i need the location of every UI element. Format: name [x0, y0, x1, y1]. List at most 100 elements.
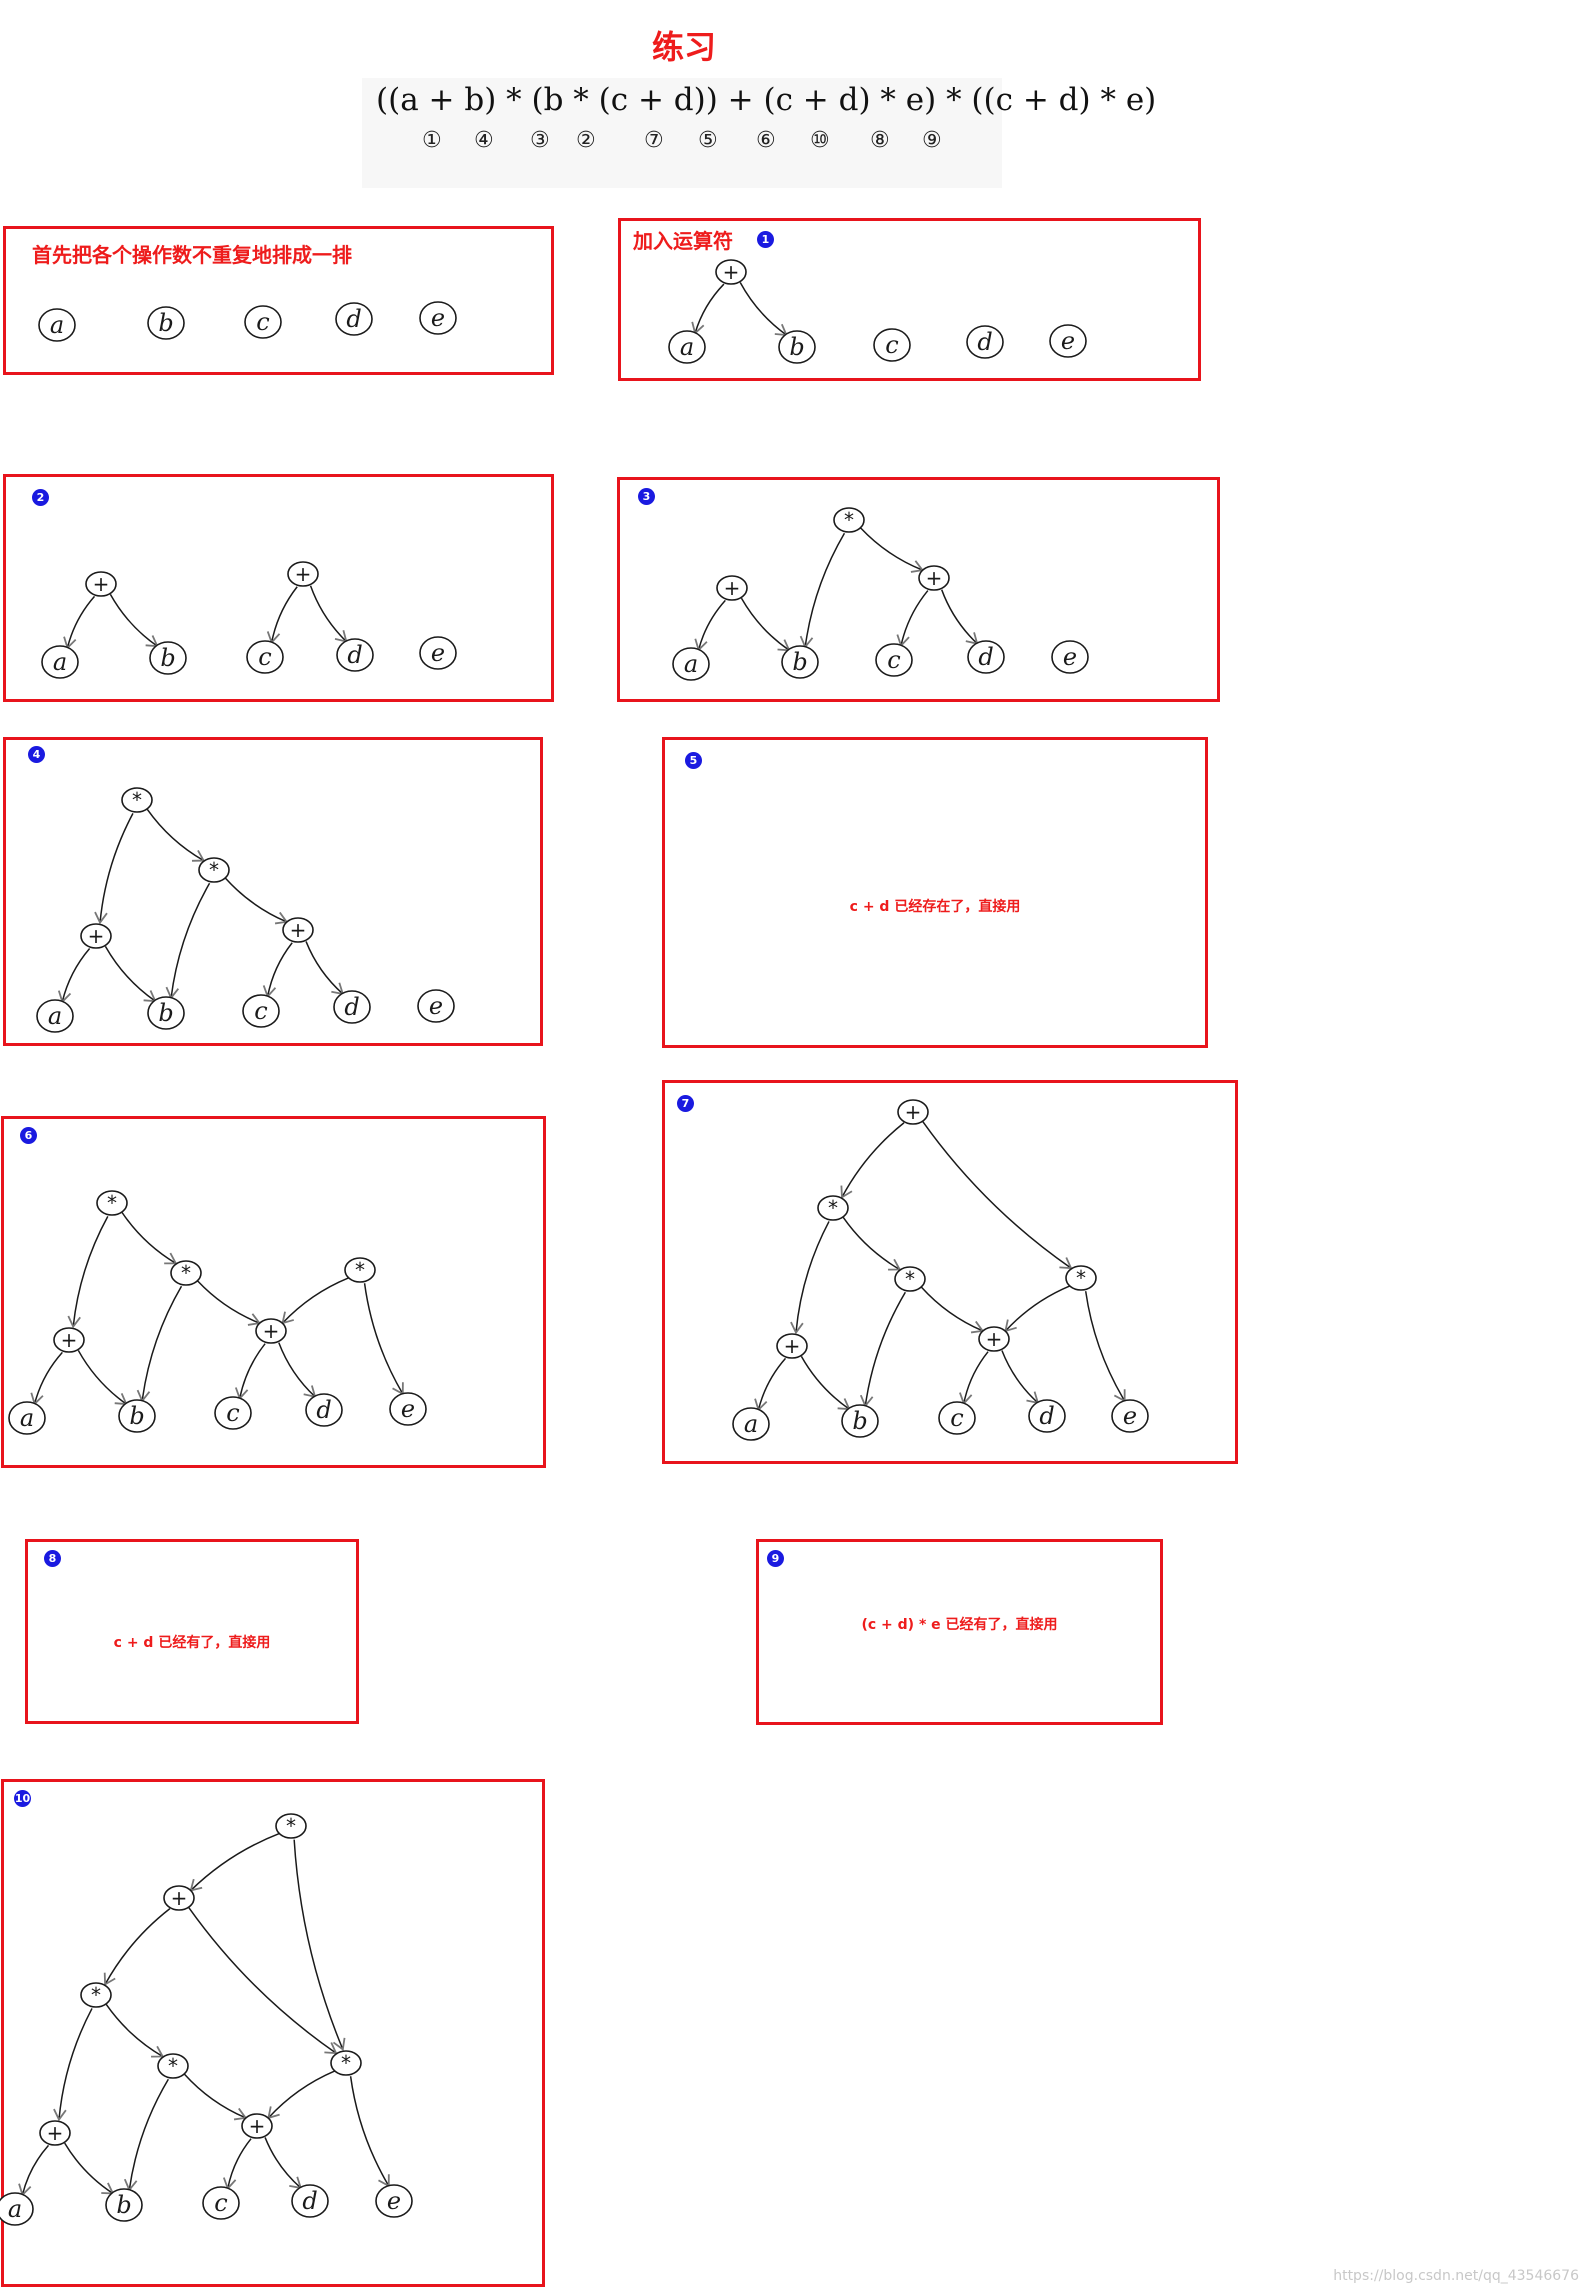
node-outline	[214, 1396, 252, 1430]
step-badge: 3	[638, 488, 655, 505]
node-label: d	[316, 1396, 331, 1424]
node-label: a	[744, 1410, 758, 1438]
edge-line	[58, 2008, 93, 2120]
node-outline	[80, 923, 112, 949]
node-outline	[938, 1401, 976, 1435]
times-node: *	[275, 1813, 307, 1839]
operand-node-c: c	[938, 1401, 976, 1435]
plus-node: +	[53, 1327, 85, 1353]
step-badge: 7	[677, 1095, 694, 1112]
formula-image: ((a + b) * (b * (c + d)) + (c + d) * e) …	[362, 78, 1156, 188]
node-outline	[1028, 1399, 1066, 1433]
operand-node-d: d	[1028, 1399, 1066, 1433]
order-mark: ⑥	[756, 128, 776, 153]
panel-operands: 首先把各个操作数不重复地排成一排	[3, 226, 554, 375]
node-outline	[198, 857, 230, 883]
step-badge: 2	[32, 489, 49, 506]
node-label: a	[684, 650, 698, 678]
node-label: b	[158, 309, 173, 337]
edge-line	[293, 1839, 344, 2050]
node-label: b	[129, 1402, 144, 1430]
node-label: d	[346, 305, 361, 333]
edge-line	[305, 941, 344, 995]
edge-line	[128, 2078, 169, 2191]
times-node: *	[330, 2050, 362, 2076]
edge-arrowhead	[790, 1321, 804, 1335]
edge-line	[197, 1280, 260, 1324]
times-node: *	[80, 1982, 112, 2008]
panel-step-5: 5 c + d 已经存在了，直接用	[662, 737, 1208, 1048]
node-label: d	[977, 328, 992, 356]
operand-node-a: a	[8, 1401, 46, 1435]
operand-node-c: c	[244, 305, 282, 339]
node-label: +	[723, 260, 740, 284]
operand-node-b: b	[778, 330, 816, 364]
edge-line	[841, 1122, 905, 1198]
node-outline	[672, 647, 710, 681]
plus-node: +	[897, 1099, 929, 1125]
edge-line	[804, 532, 846, 647]
node-outline	[419, 301, 457, 335]
edge-line	[697, 599, 726, 651]
edge-line	[922, 1121, 1072, 1269]
node-label: d	[344, 993, 359, 1021]
edge-line	[264, 2137, 302, 2189]
edge-line	[121, 1212, 177, 1265]
node-outline	[38, 308, 76, 342]
times-node: *	[170, 1260, 202, 1286]
operand-node-a: a	[0, 2192, 34, 2226]
node-label: e	[429, 992, 443, 1020]
order-mark: ⑦	[644, 128, 664, 153]
operand-node-d: d	[967, 640, 1005, 674]
node-outline	[841, 1404, 879, 1438]
node-outline	[875, 643, 913, 677]
operand-node-b: b	[147, 306, 185, 340]
edge-arrowhead	[151, 2045, 165, 2058]
operand-node-e: e	[389, 1392, 427, 1426]
node-outline	[781, 645, 819, 679]
node-outline	[336, 638, 374, 672]
node-label: *	[1076, 1266, 1086, 1290]
node-label: a	[48, 1002, 62, 1030]
operand-node-a: a	[38, 308, 76, 342]
node-outline	[255, 1318, 287, 1344]
edge-line	[266, 942, 293, 997]
order-mark: ⑤	[698, 128, 718, 153]
expression-formula: ((a + b) * (b * (c + d)) + (c + d) * e) …	[376, 82, 1157, 118]
operand-node-a: a	[41, 645, 79, 679]
watermark: https://blog.csdn.net/qq_43546676	[1333, 2268, 1579, 2284]
node-label: *	[107, 1191, 117, 1215]
node-label: c	[258, 643, 271, 671]
node-outline	[147, 306, 185, 340]
node-label: *	[286, 1814, 296, 1838]
node-outline	[53, 1327, 85, 1353]
plus-node: +	[716, 575, 748, 601]
operand-node-b: b	[149, 641, 187, 675]
edge-line	[1001, 1350, 1039, 1404]
edge-line	[363, 1283, 404, 1395]
node-label: *	[181, 1261, 191, 1285]
node-label: a	[680, 333, 694, 361]
order-mark: ②	[576, 128, 596, 153]
edge-arrowhead	[103, 1972, 116, 1986]
page-title: 练习	[651, 28, 716, 66]
edge-line	[864, 1291, 906, 1407]
step-note: (c + d) * e 已经有了，直接用	[861, 1617, 1058, 1633]
panel-step-4: 4	[3, 737, 543, 1046]
edge-line	[141, 1285, 183, 1401]
operand-node-b: b	[118, 1399, 156, 1433]
edge-line	[61, 947, 91, 1002]
edge-arrowhead	[67, 1315, 81, 1329]
operand-node-a: a	[672, 647, 710, 681]
node-outline	[776, 1333, 808, 1359]
node-label: +	[171, 1886, 188, 1910]
plus-node: +	[85, 571, 117, 597]
node-label: +	[263, 1319, 280, 1343]
node-outline	[41, 645, 79, 679]
operand-node-e: e	[419, 636, 457, 670]
edge-arrowhead	[164, 1252, 178, 1265]
operand-node-b: b	[841, 1404, 879, 1438]
node-outline	[732, 1407, 770, 1441]
